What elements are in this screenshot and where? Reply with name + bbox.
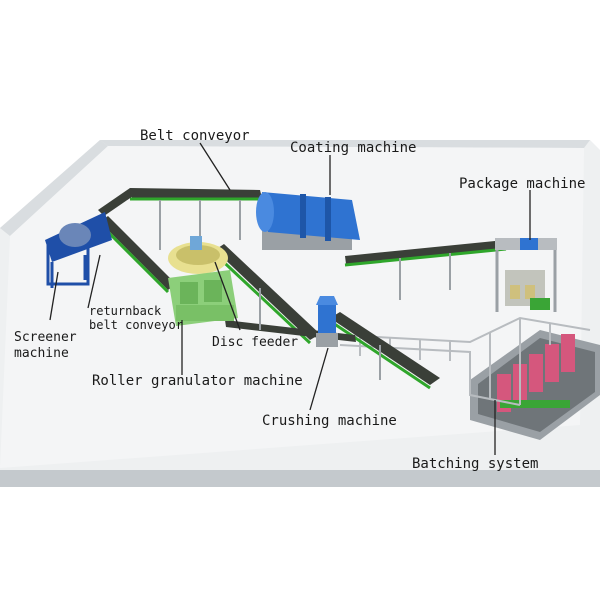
label-disc-feeder: Disc feeder xyxy=(212,335,299,350)
label-returnback-line2: belt conveyor xyxy=(89,318,183,332)
screener-machine-body xyxy=(45,212,112,288)
disc-feeder-body xyxy=(168,236,228,274)
label-screener-line2: machine xyxy=(14,346,69,361)
label-roller-granulator: Roller granulator machine xyxy=(92,373,303,389)
label-crushing-machine: Crushing machine xyxy=(262,413,397,429)
batching-bin xyxy=(561,334,575,372)
building-floor xyxy=(0,140,600,487)
batching-bin xyxy=(529,354,543,392)
label-package-machine: Package machine xyxy=(459,176,586,192)
coating-machine-drum xyxy=(256,192,360,250)
label-pointers xyxy=(49,142,531,455)
label-belt-conveyor: Belt conveyor xyxy=(140,128,250,144)
label-coating-machine: Coating machine xyxy=(290,140,417,156)
label-returnback-line1: returnback xyxy=(89,304,162,318)
package-machine-structure xyxy=(495,238,557,312)
batching-bin xyxy=(545,344,559,382)
conveyor-supports xyxy=(159,200,451,380)
label-screener-line1: Screener xyxy=(14,330,77,345)
label-batching-system: Batching system xyxy=(412,456,539,472)
roller-granulator-body xyxy=(168,270,238,326)
crushing-machine-body xyxy=(316,296,338,347)
